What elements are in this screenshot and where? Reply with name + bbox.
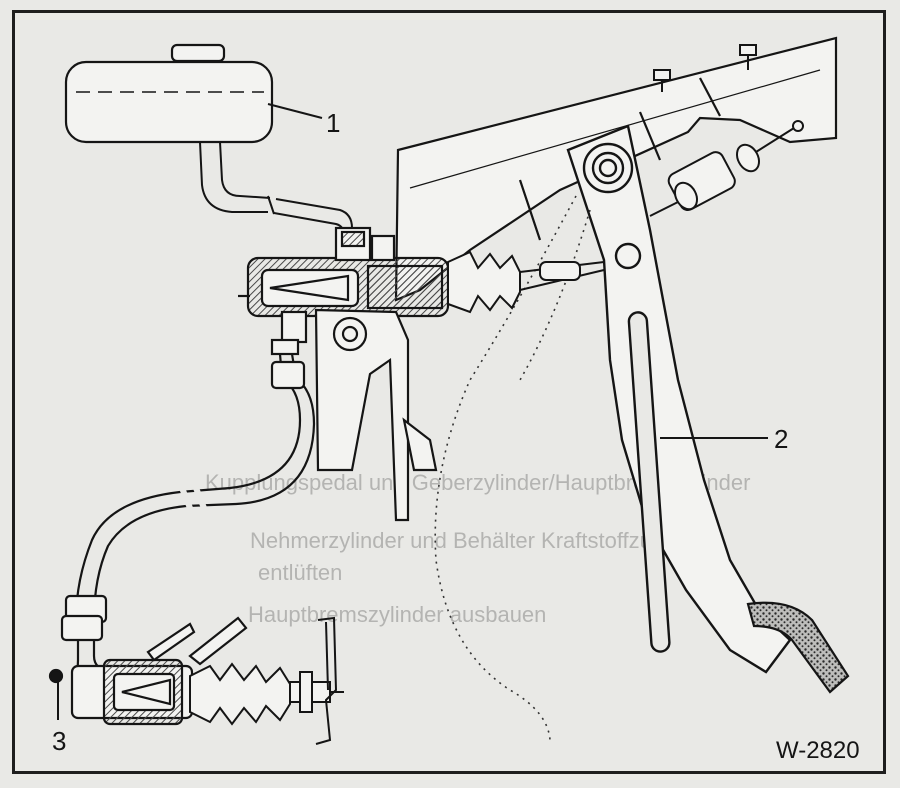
callout-number-3: 3 [52,726,66,756]
pedal-travel-outline [434,195,577,741]
return-spring [649,120,804,217]
master-cylinder-boot [447,250,521,314]
slave-cylinder-boot [189,662,344,726]
figure-frame [12,10,886,774]
bleed-through-text: Nehmerzylinder und Behälter Kraftstoffzu… [250,528,717,553]
figure-code: W-2820 [776,737,860,764]
fluid-reservoir [64,43,274,144]
reservoir-hose [199,141,353,237]
callout-number-2: 2 [774,424,788,454]
pedal-travel-outline [519,209,591,381]
bleed-through-text: Hauptbremszylinder ausbauen [248,602,547,627]
hydraulic-line [60,338,316,688]
callout-number-1: 1 [326,108,340,138]
push-rod [519,261,605,291]
mounting-flange [314,308,438,522]
slave-cylinder [48,616,248,726]
bracket-bolt [653,44,757,92]
bleed-through-text: entlüften [258,560,343,585]
clutch-pedal [566,124,792,674]
release-fork [315,616,338,745]
pedal-pad [746,601,850,694]
callout-leader [57,103,768,720]
master-cylinder [238,226,450,344]
